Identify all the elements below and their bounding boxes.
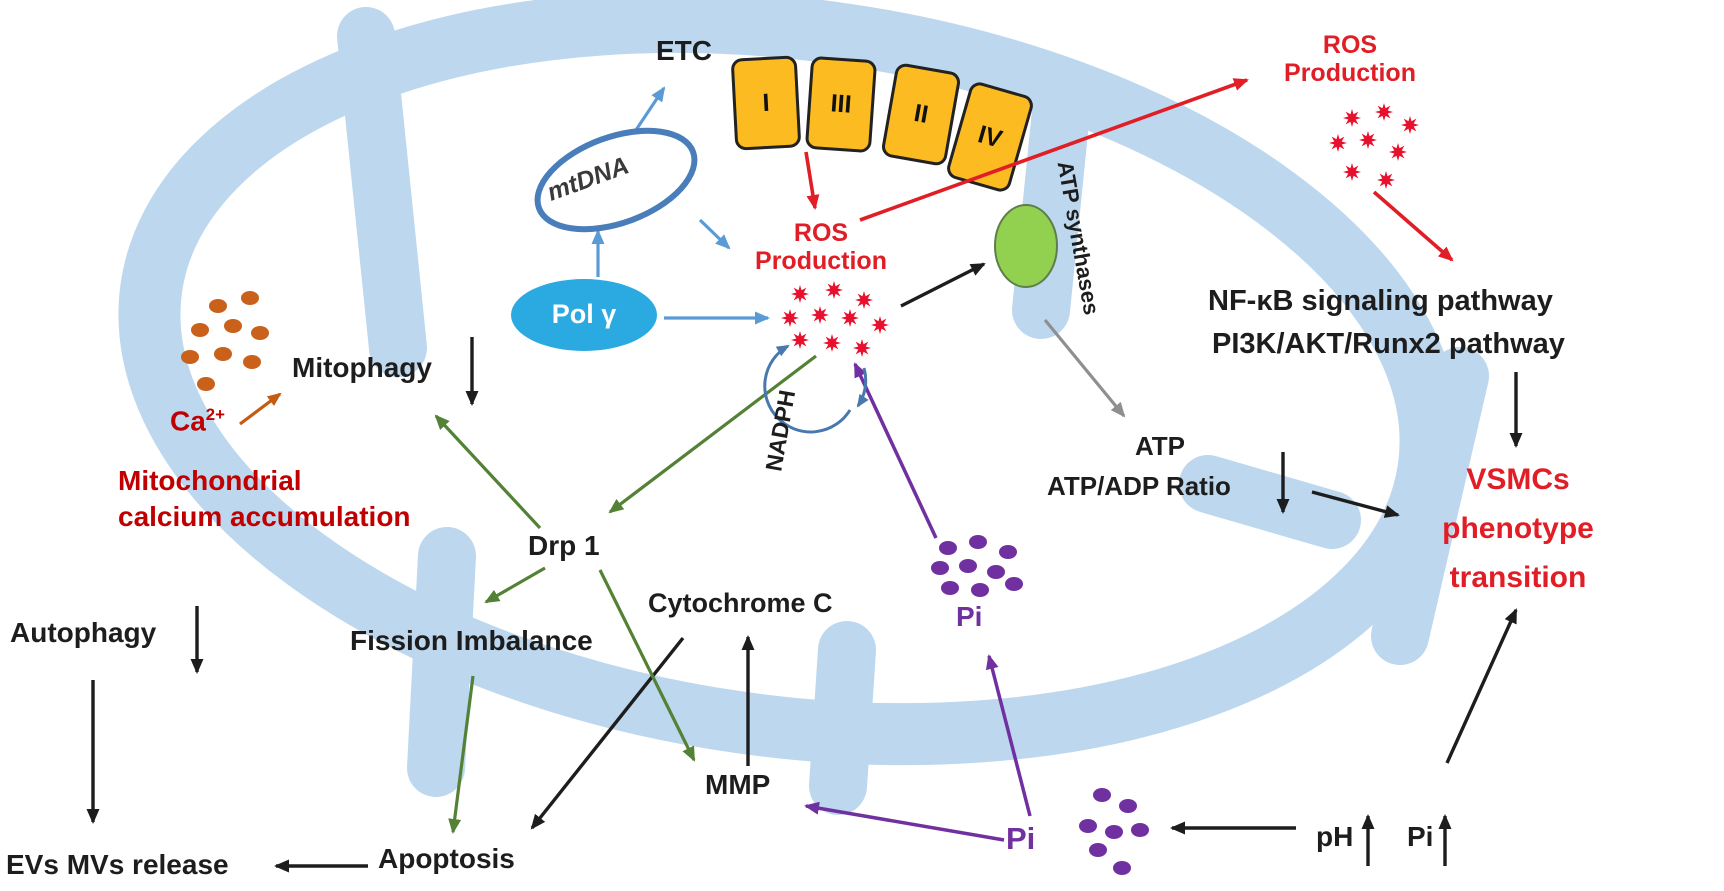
etc-complex-III: III — [804, 55, 878, 154]
etc-to-ros-arrow — [804, 151, 820, 210]
ros-to-atpsynthase-arrow — [900, 262, 986, 308]
ca-sup: 2+ — [205, 405, 225, 424]
pol-gamma-label: Pol γ — [551, 299, 617, 329]
nadph-label: NADPH — [760, 388, 801, 474]
ros-outer-line1: ROS — [1322, 31, 1378, 59]
complex-IV-label: IV — [974, 119, 1006, 154]
mito-calcium-line2: calcium accumulation — [118, 501, 411, 532]
complex-II-label: II — [911, 99, 931, 130]
ca-accumulation-arrow — [239, 392, 282, 426]
cytochrome-to-apoptosis-arrow — [530, 636, 685, 830]
fission-imbalance-label: Fission Imbalance — [350, 625, 593, 656]
etc-complex-II: II — [880, 61, 962, 168]
nfkb-pathway-label: NF-κB signaling pathway — [1208, 285, 1553, 317]
atp-adp-ratio-label: ATP/ADP Ratio — [1047, 471, 1231, 501]
calcium-dot-cluster — [181, 291, 269, 391]
purple-arrows — [804, 362, 1032, 842]
ca-base: Ca — [170, 405, 206, 437]
etc-complex-IV: IV — [944, 79, 1036, 195]
drp1-to-mitophagy-arrow — [434, 414, 542, 530]
mtdna-label: mtDNA — [543, 151, 633, 207]
pi-dot-cluster-inner — [931, 535, 1023, 597]
pi-influx-arrow — [985, 654, 1032, 817]
pi-right-label: Pi — [1407, 821, 1434, 852]
ratio-to-vsmcs-arrow — [1311, 490, 1400, 518]
cytochrome-c-label: Cytochrome C — [648, 588, 833, 618]
atp-synthases-label: ATP synthases — [1052, 159, 1105, 317]
complex-III-label: III — [829, 89, 853, 119]
outerros-to-nfkb-arrow — [1372, 190, 1454, 262]
complex-I-label: I — [761, 88, 771, 117]
mitophagy-label: Mitophagy — [292, 352, 432, 383]
vsmcs-line1: VSMCs — [1466, 463, 1570, 496]
ros-production-inner-label: ROS Production — [746, 219, 896, 275]
etc-complex-I: I — [730, 55, 802, 151]
etc-label: ETC — [656, 35, 712, 66]
pi-bottom-label: Pi — [1006, 821, 1036, 856]
mtdna-to-etc-arrow — [622, 86, 666, 149]
vsmcs-line3: transition — [1449, 561, 1587, 594]
ros-inner-line1: ROS — [793, 219, 849, 247]
mmp-label: MMP — [705, 769, 771, 800]
evs-mvs-label: EVs MVs release — [6, 849, 229, 880]
calcium-label: Ca2+ — [170, 405, 225, 437]
mito-calcium-line1: Mitochondrial — [118, 465, 302, 496]
vsmcs-transition-label: VSMCs phenotype transition — [1418, 455, 1618, 602]
ros-outer-line2: Production — [1284, 58, 1416, 87]
pi-to-ros-arrow — [853, 362, 938, 539]
autophagy-label: Autophagy — [10, 617, 157, 648]
ph-label: pH — [1316, 821, 1354, 852]
atp-synthase-icon — [994, 204, 1058, 288]
pi-inner-label: Pi — [956, 601, 983, 632]
ros-production-outer-label: ROS Production — [1272, 31, 1428, 87]
pi3k-pathway-label: PI3K/AKT/Runx2 pathway — [1212, 328, 1565, 360]
pi-to-vsmcs-arrow — [1445, 608, 1518, 764]
ros-star-cluster-outer — [1329, 103, 1419, 189]
atp-label: ATP — [1134, 431, 1186, 461]
ros-inner-line2: Production — [755, 246, 887, 275]
drp1-label: Drp 1 — [528, 530, 600, 561]
apoptosis-label: Apoptosis — [378, 843, 515, 874]
vsmcs-line2: phenotype — [1442, 512, 1594, 545]
pi-to-mmp-arrow — [804, 801, 1005, 842]
drp1-to-fission-arrow — [484, 566, 546, 604]
atpsynthase-to-atp-arrow — [1043, 318, 1126, 418]
mtdna-to-ros-arrow — [698, 218, 731, 250]
pi-dot-cluster-bottom — [1079, 788, 1149, 875]
ros-star-cluster-inner — [781, 281, 889, 357]
fission-to-apoptosis-arrow — [448, 675, 475, 834]
